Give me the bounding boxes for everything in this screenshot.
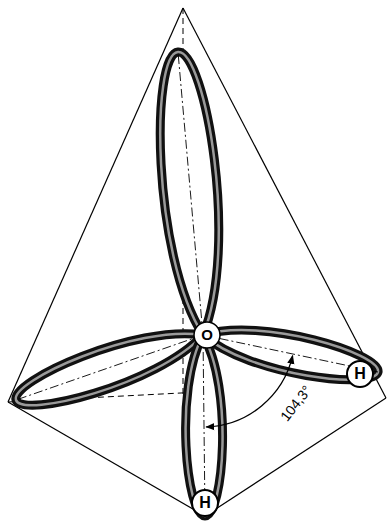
angle-label: 104,3° <box>276 382 316 427</box>
atom-label: O <box>199 327 215 344</box>
lobe-axis <box>178 52 203 335</box>
lobe-axis <box>16 335 203 400</box>
atom-circle: H <box>346 360 374 388</box>
atom-symbol: H <box>354 366 366 382</box>
lobe-outline <box>160 52 219 335</box>
orbital-lobe <box>160 52 219 335</box>
oxygen-ring <box>194 322 220 348</box>
lobe-outline <box>16 334 203 406</box>
orbital-lobe <box>16 334 203 406</box>
atom-symbol: H <box>199 495 211 511</box>
lobe-shade <box>160 52 219 335</box>
atom-circle: H <box>191 489 219 517</box>
lobe-shade <box>16 334 203 406</box>
tetrahedron-edge <box>8 402 205 516</box>
